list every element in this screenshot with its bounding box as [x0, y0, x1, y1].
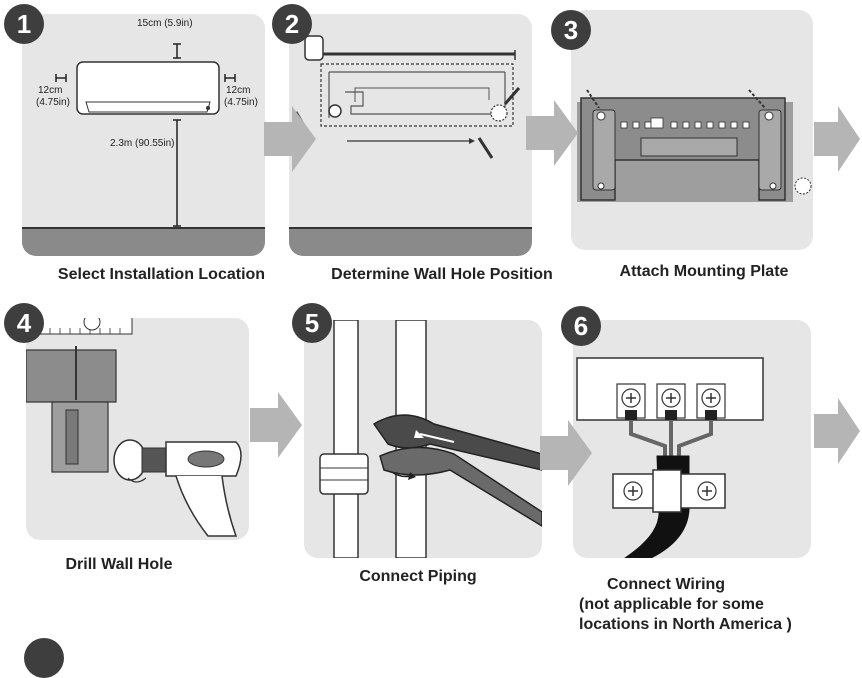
- step-6-caption-line-1: Connect Wiring: [607, 576, 726, 593]
- flow-arrow-3-to-next: [814, 106, 860, 172]
- step-4-badge: 4: [4, 303, 44, 343]
- step-5-caption: Connect Piping: [359, 568, 477, 585]
- wall-hole-position-illustration: [289, 35, 532, 256]
- step-1-caption: Select Installation Location: [57, 266, 266, 283]
- clearance-floor-label: 2.3m (90.55in): [110, 138, 175, 149]
- clearance-right-label-a: 12cm: [226, 85, 251, 96]
- step-6-caption-line-2: (not applicable for some: [579, 596, 764, 613]
- clearance-top-label: 15cm (5.9in): [137, 18, 193, 29]
- step-6-caption-line-3: locations in North America ): [579, 616, 792, 633]
- step-5-panel: [304, 320, 542, 558]
- step-2-caption: Determine Wall Hole Position: [331, 266, 553, 283]
- connect-piping-illustration: [319, 320, 542, 558]
- step-3-panel: [571, 10, 813, 250]
- flow-arrow-1-to-2: [264, 106, 316, 172]
- flow-arrow-2-to-3: [526, 100, 578, 166]
- step-1-panel: 15cm (5.9in) 12cm (4.75in) 12cm (4.75in)…: [22, 14, 265, 256]
- clearance-left-label-b: (4.75in): [36, 97, 70, 108]
- step-5-badge: 5: [292, 303, 332, 343]
- step-6-badge: 6: [561, 306, 601, 346]
- flow-arrow-6-to-next: [814, 398, 860, 464]
- next-step-badge-partial: [24, 638, 64, 678]
- drill-wall-hole-illustration: [26, 318, 242, 537]
- flow-arrow-4-to-5: [250, 392, 302, 458]
- step-4-panel: [26, 318, 249, 540]
- step-1-badge: 1: [4, 4, 44, 44]
- mounting-plate-illustration: [577, 89, 812, 202]
- flow-arrow-5-to-6: [540, 420, 592, 486]
- step-2-panel: [289, 14, 532, 256]
- step-4-caption: Drill Wall Hole: [65, 556, 173, 573]
- connect-wiring-illustration: [576, 357, 764, 558]
- step-3-caption: Attach Mounting Plate: [619, 263, 789, 280]
- installation-location-illustration: [22, 43, 265, 256]
- step-2-badge: 2: [272, 4, 312, 44]
- clearance-left-label-a: 12cm: [38, 85, 63, 96]
- step-3-badge: 3: [551, 10, 591, 50]
- step-6-panel: [573, 320, 811, 558]
- clearance-right-label-b: (4.75in): [224, 97, 258, 108]
